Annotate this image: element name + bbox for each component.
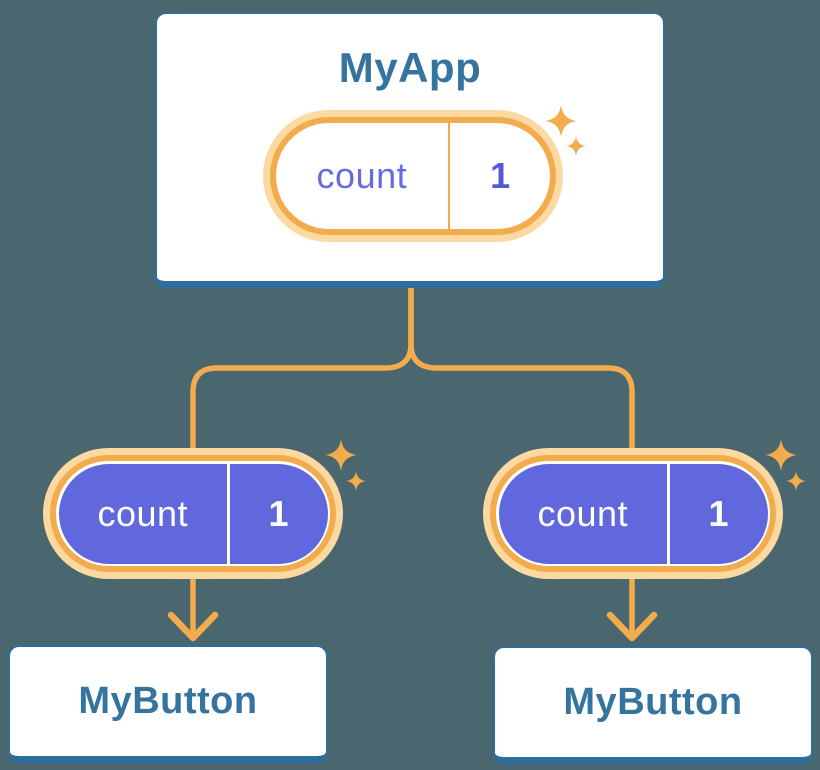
component-title: MyButton (78, 680, 258, 722)
props-value: 1 (708, 492, 729, 534)
props-label: count (537, 492, 629, 534)
state-pill: count 1 (263, 110, 563, 242)
arrow-down-icon (606, 611, 658, 642)
state-value: 1 (490, 155, 511, 196)
component-title: MyButton (563, 681, 743, 723)
component-title: MyApp (338, 44, 482, 91)
state-label: count (316, 155, 408, 196)
pill-divider (447, 123, 451, 229)
component-card-mybutton: MyButton (493, 646, 813, 764)
props-label: count (97, 492, 189, 534)
component-card-mybutton: MyButton (8, 645, 328, 763)
props-value: 1 (268, 492, 289, 534)
props-pill: count 1 (43, 448, 343, 579)
arrow-down-icon (167, 611, 219, 642)
pill-divider (667, 463, 670, 564)
props-pill: count 1 (483, 448, 783, 579)
